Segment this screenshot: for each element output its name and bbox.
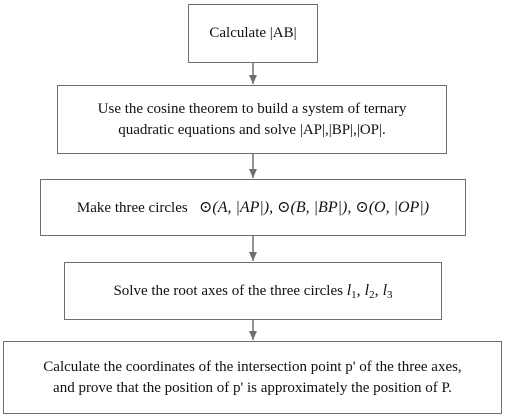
step-3-text: Make three circles [76, 199, 188, 216]
step-1-box: Calculate |AB| [188, 4, 318, 63]
step-3-box: Make three circles ⊙(A, |AP|), ⊙(B, |BP|… [40, 179, 466, 236]
step-2-line-2: quadratic equations and solve |AP|,|BP|,… [118, 121, 386, 138]
step-1-text: Calculate |AB| [209, 25, 297, 42]
step-4-text: Solve the root axes of the three circles [113, 282, 343, 299]
step-5-line-1: Calculate the coordinates of the interse… [43, 359, 462, 376]
step-5-box: Calculate the coordinates of the interse… [3, 341, 502, 414]
step-2-line-1: Use the cosine theorem to build a system… [97, 101, 407, 118]
step-4-box: Solve the root axes of the three circles… [64, 262, 442, 320]
step-5-line-2: and prove that the position of p' is app… [53, 379, 452, 396]
step-2-box: Use the cosine theorem to build a system… [57, 85, 447, 154]
step-4-axes-formula: l1, l2, l3 [346, 281, 393, 301]
step-3-circle-formula: ⊙(A, |AP|), ⊙(B, |BP|), ⊙(O, |OP|) [198, 198, 430, 216]
